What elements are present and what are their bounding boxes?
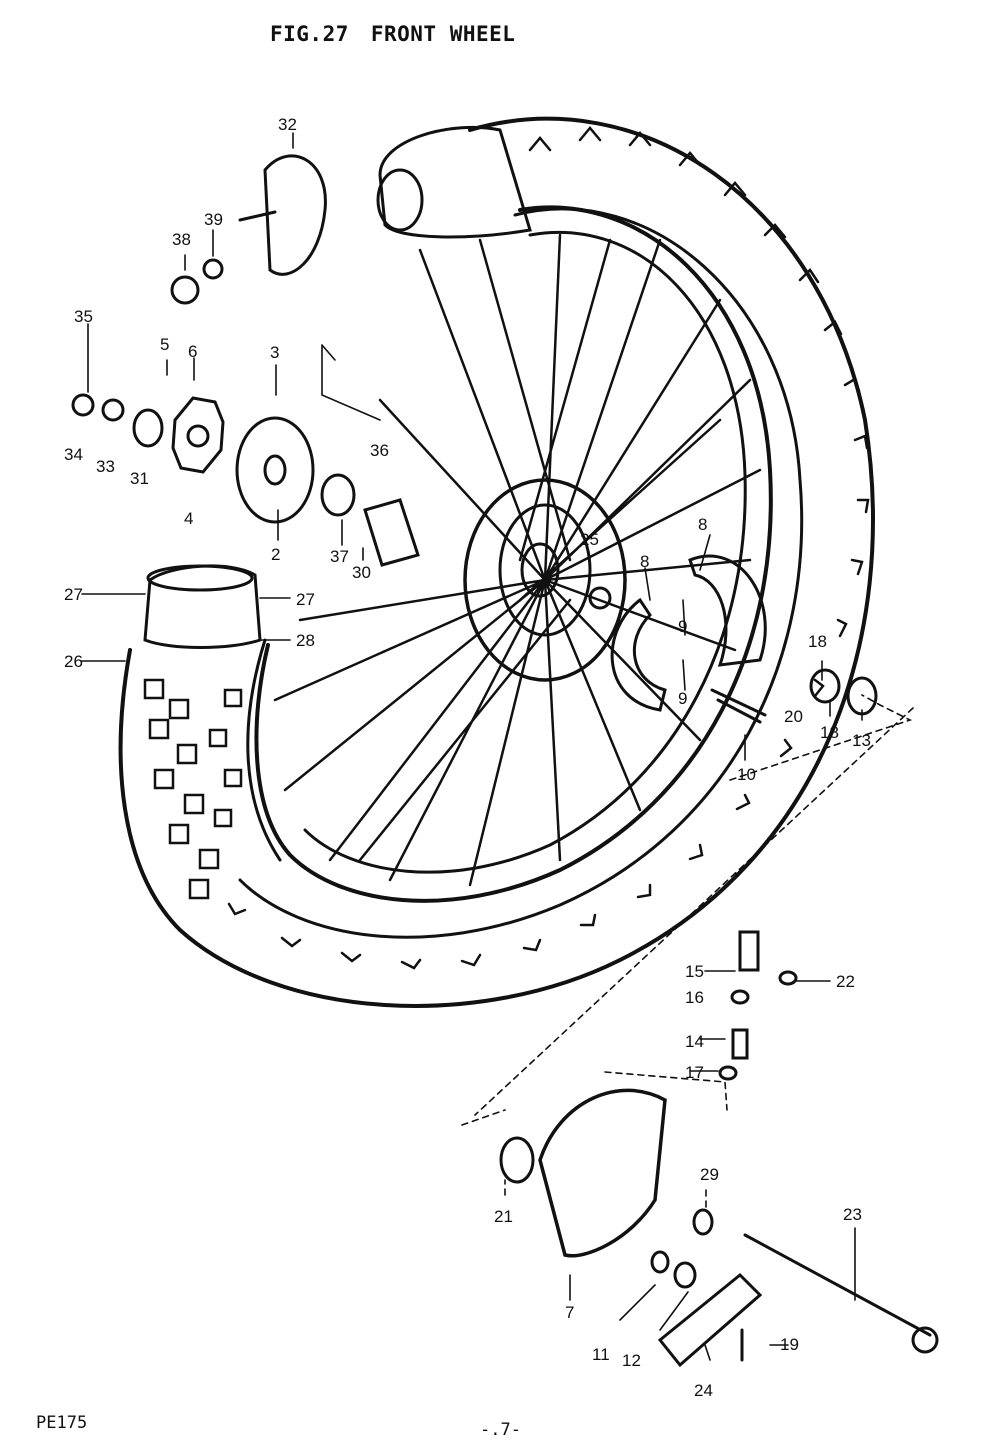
callout: 29	[700, 1165, 719, 1184]
callout: 28	[296, 631, 315, 650]
left-parts	[71, 393, 420, 567]
brake-panel	[499, 1088, 939, 1368]
tire	[118, 116, 875, 1008]
callout: 25	[580, 530, 599, 549]
callout: 23	[843, 1205, 862, 1224]
speedo-parts	[718, 930, 798, 1081]
callout: 24	[694, 1381, 713, 1400]
top-hardware	[170, 154, 327, 305]
callout: 30	[352, 563, 371, 582]
callout: 2	[271, 545, 280, 564]
callout: 21	[494, 1207, 513, 1226]
callout: 13	[852, 731, 871, 750]
figure-name: FRONT WHEEL	[370, 22, 516, 46]
callout: 6	[188, 342, 197, 361]
callout: 27	[296, 590, 315, 609]
model-code: PE175	[36, 1413, 88, 1433]
callout: 18	[820, 723, 839, 742]
callout: 9	[678, 617, 687, 636]
callout: 8	[640, 552, 649, 571]
callout: 31	[130, 469, 149, 488]
callout: 32	[278, 115, 297, 134]
rim	[254, 205, 773, 903]
callout: 27	[64, 585, 83, 604]
callout: 17	[685, 1063, 704, 1082]
callout: 7	[565, 1303, 574, 1322]
inner-tube-top	[376, 125, 532, 239]
callout: 14	[685, 1032, 704, 1051]
figure-title: FIG.27 FRONT WHEEL	[270, 22, 515, 46]
callout: 10	[737, 765, 756, 784]
callout: 19	[780, 1335, 799, 1354]
page-marker: -.7-	[480, 1420, 521, 1440]
callout: 39	[204, 210, 223, 229]
callout: 15	[685, 962, 704, 981]
rim-band	[143, 564, 262, 649]
hub	[463, 478, 627, 682]
callout: 11	[592, 1345, 610, 1364]
callout: 26	[64, 652, 83, 671]
callout: 8	[698, 515, 707, 534]
callout: 12	[622, 1351, 641, 1370]
callout: 35	[74, 307, 93, 326]
callout: 37	[330, 547, 349, 566]
callout: 38	[172, 230, 191, 249]
callout-labels: 32 38 39 35 5 6 3 34 33 31 4 2 37 30 36 …	[64, 115, 871, 1400]
spokes	[273, 233, 762, 887]
callout: 36	[370, 441, 389, 460]
callout: 20	[784, 707, 803, 726]
callout: 4	[184, 509, 193, 528]
callout: 3	[270, 343, 279, 362]
figure-number: FIG.27	[270, 22, 349, 46]
callout: 9	[678, 689, 687, 708]
callout: 18	[808, 632, 827, 651]
callout: 33	[96, 457, 115, 476]
callout: 22	[836, 972, 855, 991]
leader-lines	[81, 132, 914, 1361]
callout: 34	[64, 445, 83, 464]
callout: 16	[685, 988, 704, 1007]
callout: 5	[160, 335, 169, 354]
brake-shoes	[610, 554, 767, 712]
